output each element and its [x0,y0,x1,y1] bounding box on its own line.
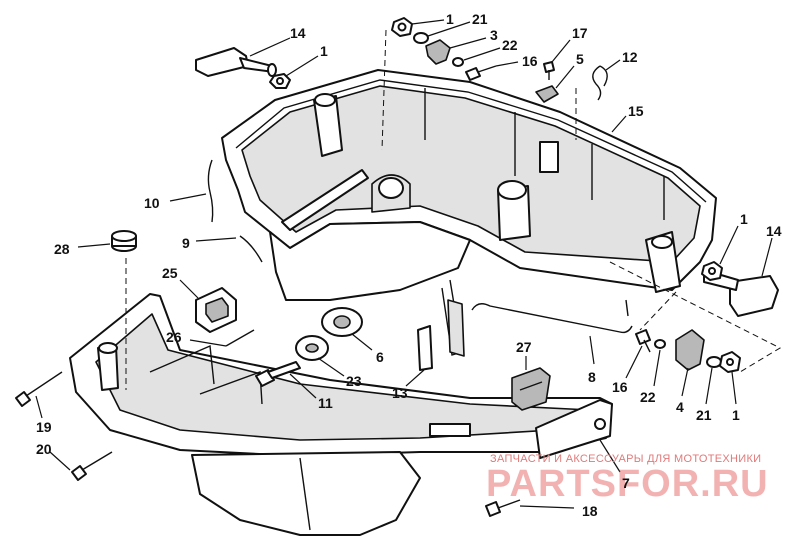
callout-16-c16b: 16 [612,379,628,395]
callout-26-c26: 26 [166,329,182,345]
watermark: ЗАПЧАСТИ И АКСЕССУАРЫ ДЛЯ МОТОТЕХНИКИ PA… [486,453,769,505]
washer-part-21-top [413,32,429,44]
callout-1-c1d: 1 [732,407,740,423]
clip-part-5 [535,85,559,103]
callout-14-c14a: 14 [290,25,306,41]
washer-part-22-right [654,339,666,349]
callout-12-c12: 12 [622,49,638,65]
callout-19-c19: 19 [36,419,52,435]
callout-15-c15: 15 [628,103,644,119]
cable-part-9 [239,235,263,263]
lower-cover-part-7 [69,293,613,536]
screw-part-16-top [465,65,497,81]
callout-13-c13: 13 [392,385,408,401]
callout-25-c25: 25 [162,265,178,281]
callout-23-c23: 23 [346,373,362,389]
watermark-brand: PARTSFOR.RU [486,463,769,505]
latch-part-13 [417,325,433,371]
cable-part-8 [471,303,633,334]
callout-6-c6: 6 [376,349,384,365]
callout-1-c1b: 1 [320,43,328,59]
callout-11-c11: 11 [318,395,333,411]
callout-8-c8: 8 [588,369,596,385]
handle-part-14-top [195,47,277,77]
grommet-part-28 [111,230,137,252]
nut-part-1-top [391,17,413,37]
screw-part-16-right [635,329,651,353]
screw-part-17 [543,61,555,80]
callout-20-c20: 20 [36,441,52,457]
callout-14-c14b: 14 [766,223,782,239]
bracket-part-3 [425,39,451,65]
callout-17-c17: 17 [572,25,588,41]
nut-part-1-right [701,261,723,281]
pad-part-27 [511,367,551,411]
washer-part-21-right [706,356,722,368]
callout-22-c22b: 22 [640,389,656,405]
callout-27-c27: 27 [516,339,532,355]
cable-part-10 [207,159,214,223]
callout-5-c5: 5 [576,51,584,67]
callout-4-c4: 4 [676,399,684,415]
bolt-part-19 [15,371,63,407]
nut-part-1-bottom [719,351,741,373]
washer-part-22-top [452,57,464,67]
callout-10-c10: 10 [144,195,160,211]
callout-3-c3: 3 [490,27,498,43]
seal-part-25 [195,287,237,333]
callout-16-c16a: 16 [522,53,538,69]
upper-cover-part-15 [221,69,717,357]
assembly-lines [125,29,782,390]
callout-7-c7: 7 [622,475,630,491]
bolt-part-20 [71,451,113,481]
nut-part-1-left [269,73,291,89]
bolt-part-18 [485,499,521,517]
callout-28-c28: 28 [54,241,70,257]
callout-22-c22a: 22 [502,37,518,53]
callout-21-c21a: 21 [472,11,488,27]
stud-part-11 [255,361,301,387]
bracket-part-4 [675,329,705,371]
grommet-part-23 [295,335,329,361]
callout-1-c1a: 1 [446,11,454,27]
plug-part-6 [321,307,363,337]
pin-part-26 [225,329,255,347]
callout-9-c9: 9 [182,235,190,251]
callout-1-c1c: 1 [740,211,748,227]
callout-21-c21b: 21 [696,407,712,423]
spring-clip-part-12 [592,65,608,101]
callout-18-c18: 18 [582,503,598,519]
watermark-subtitle: ЗАПЧАСТИ И АКСЕССУАРЫ ДЛЯ МОТОТЕХНИКИ [490,453,761,465]
leader-lines [35,19,773,509]
